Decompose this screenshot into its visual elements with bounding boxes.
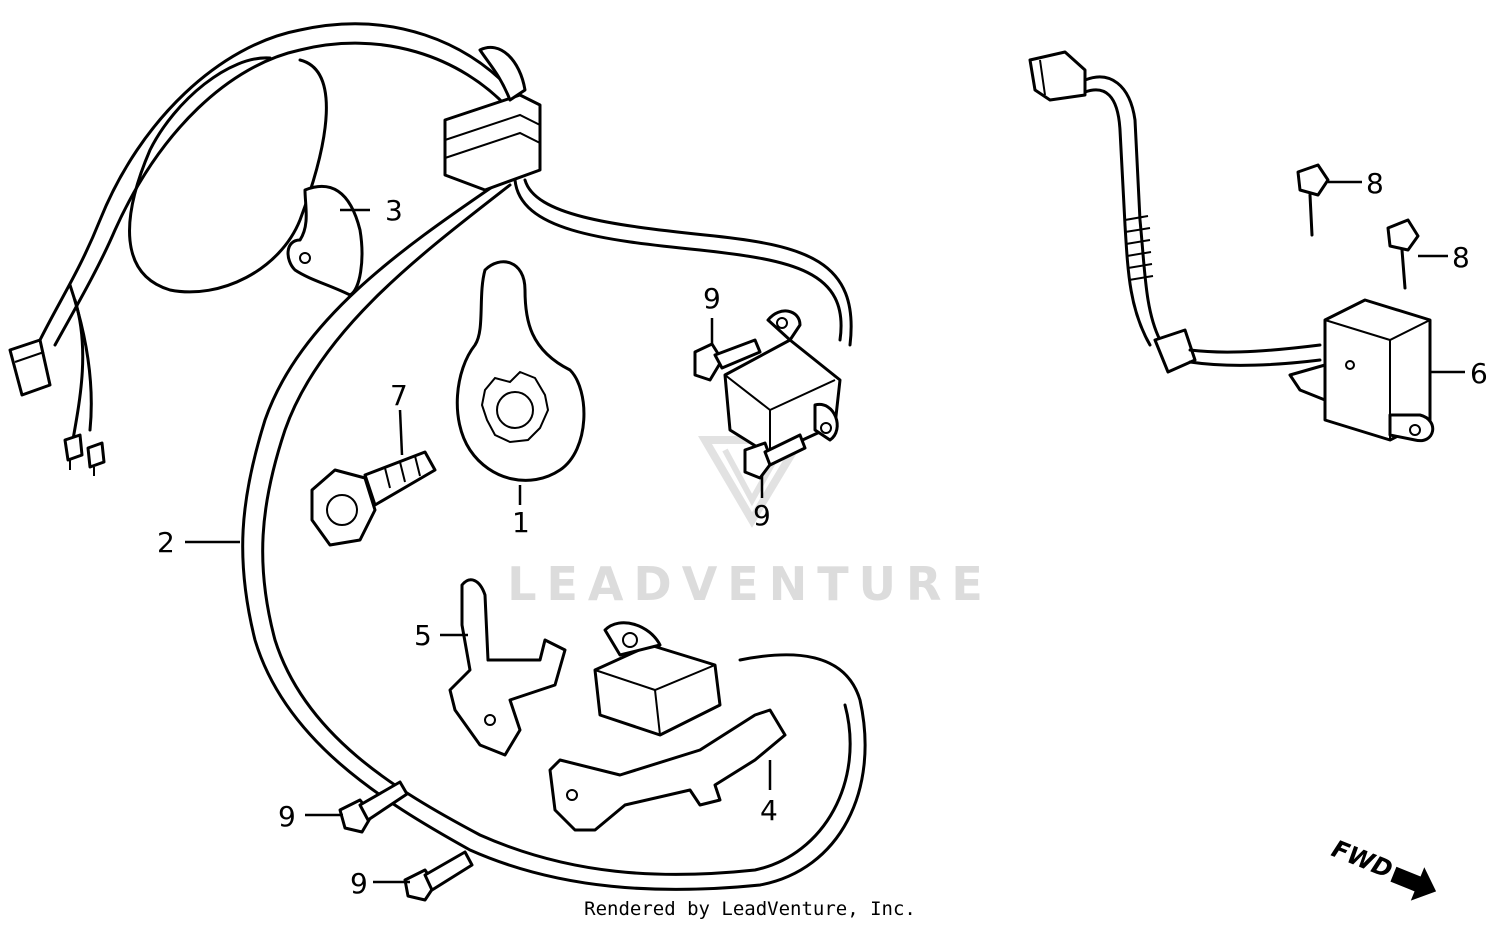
callout-6: 6: [1470, 357, 1488, 390]
pulser-base-plate[interactable]: [455, 260, 586, 482]
bolt-left[interactable]: [338, 780, 409, 834]
plate-bracket[interactable]: [286, 184, 364, 297]
pulser-generator[interactable]: [723, 309, 842, 457]
callout-1: 1: [512, 506, 530, 539]
callout-9-bottom: 9: [350, 867, 368, 900]
callout-8-lower: 8: [1452, 241, 1470, 274]
callout-9-middle: 9: [753, 499, 771, 532]
forward-arrow-icon: [1390, 866, 1437, 901]
wire-harness[interactable]: [8, 22, 867, 891]
footer-credit: Rendered by LeadVenture, Inc.: [584, 898, 916, 920]
bolt-upper[interactable]: [693, 338, 762, 382]
callout-9-upper: 9: [703, 282, 721, 315]
leader-lines: [185, 180, 1465, 884]
callout-7: 7: [390, 379, 408, 412]
callout-2: 2: [157, 526, 175, 559]
pickup-bracket[interactable]: [548, 708, 787, 832]
mounting-bracket[interactable]: [448, 578, 567, 757]
callout-4: 4: [760, 794, 778, 827]
forward-label: FWD: [1328, 835, 1397, 884]
callout-3: 3: [385, 194, 403, 227]
callout-8-upper: 8: [1366, 167, 1384, 200]
cable-assembly[interactable]: [1028, 50, 1322, 374]
bolt-lower[interactable]: [743, 433, 807, 480]
cdi-unit[interactable]: [1288, 298, 1435, 443]
forward-direction-indicator: FWD: [1328, 835, 1437, 901]
bolt-8-lower[interactable]: [1386, 218, 1420, 290]
watermark-text: LEADVENTURE: [507, 557, 993, 611]
flange-bolt[interactable]: [310, 450, 437, 547]
callout-9-left: 9: [278, 800, 296, 833]
callout-5: 5: [414, 619, 432, 652]
coil-assembly[interactable]: [593, 621, 722, 737]
bolt-bottom[interactable]: [403, 850, 474, 902]
bolt-8-upper[interactable]: [1296, 163, 1330, 237]
